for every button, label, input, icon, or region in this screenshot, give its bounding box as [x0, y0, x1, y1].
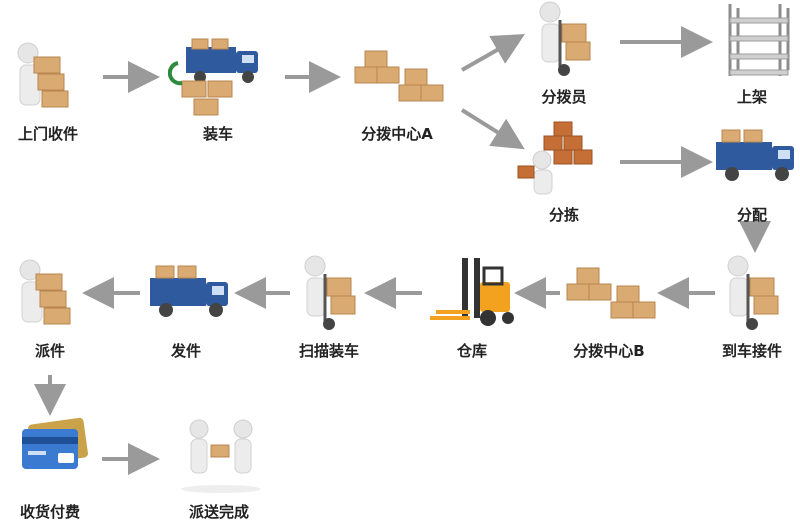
step-label: 上门收件: [17, 125, 78, 143]
step-payment: 收货付费: [0, 415, 105, 522]
person-carrying-boxes-icon: [19, 259, 71, 325]
box-stacks-icon: [354, 50, 444, 102]
step-label: 分拨员: [541, 88, 587, 106]
person-hand-truck-icon: [727, 255, 779, 330]
step-label: 到车接件: [721, 342, 782, 360]
truck-loading-icon: [168, 38, 258, 116]
step-shelve: 上架: [697, 0, 800, 107]
step-arrival: 到车接件: [697, 254, 800, 361]
step-distribute: 分配: [697, 118, 800, 225]
step-sort-center-a: 分拨中心A: [342, 37, 452, 144]
credit-cards-icon: [22, 417, 88, 469]
step-complete: 派送完成: [164, 415, 274, 522]
step-sorter: 分拨员: [509, 0, 619, 107]
box-stacks-icon: [566, 267, 656, 319]
arrow-center-a-to-picking: [460, 108, 525, 150]
step-label: 派送完成: [188, 503, 249, 521]
step-label: 发件: [170, 342, 201, 360]
step-picking: 分拣: [509, 118, 619, 225]
forklift-icon: [430, 258, 514, 326]
step-label: 仓库: [456, 342, 487, 360]
step-label: 扫描装车: [298, 342, 359, 360]
step-scan-load: 扫描装车: [274, 254, 384, 361]
step-pickup: 上门收件: [0, 37, 103, 144]
person-hand-truck-icon: [304, 255, 356, 330]
person-carrying-boxes-icon: [17, 42, 69, 108]
step-label: 分拣: [548, 206, 579, 224]
step-label: 装车: [202, 125, 233, 143]
shelving-rack-icon: [728, 4, 790, 76]
step-label: 分配: [736, 206, 767, 224]
arrow-center-a-to-sorter: [461, 34, 525, 72]
step-label: 上架: [736, 88, 767, 106]
step-label: 收货付费: [19, 503, 80, 521]
handover-icon: [181, 419, 261, 493]
person-hand-truck-icon: [539, 1, 591, 76]
step-label: 分拨中心B: [573, 342, 645, 360]
step-dispatch: 发件: [131, 254, 241, 361]
step-load-truck: 装车: [163, 37, 273, 144]
step-delivery: 派件: [0, 254, 105, 361]
step-sort-center-b: 分拨中心B: [554, 254, 664, 361]
delivery-truck-icon: [150, 265, 228, 317]
step-label: 分拨中心A: [361, 125, 433, 143]
delivery-truck-icon: [716, 129, 794, 181]
step-warehouse: 仓库: [417, 254, 527, 361]
person-sorting-boxes-icon: [517, 121, 593, 195]
step-label: 派件: [34, 342, 65, 360]
